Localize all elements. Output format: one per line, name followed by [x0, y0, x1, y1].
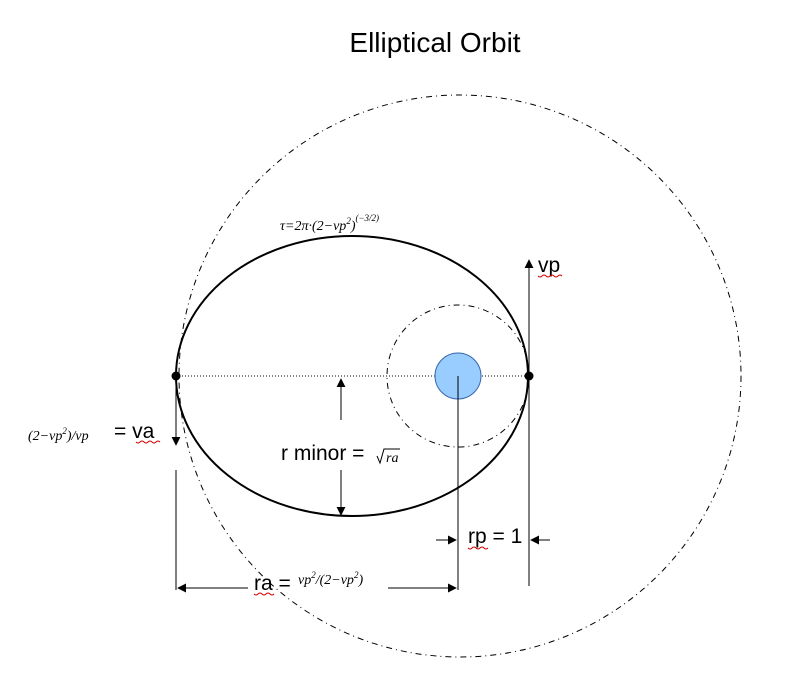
svg-text:τ=2π·(2−vp2)(−3/2): τ=2π·(2−vp2)(−3/2): [280, 213, 379, 234]
svg-text:ra: ra: [386, 451, 398, 466]
diagram-title: Elliptical Orbit: [349, 27, 520, 58]
vp-label: vp: [538, 254, 560, 277]
r-minor-label: r minor =: [281, 442, 364, 465]
outer-circle: [178, 94, 742, 658]
svg-text:(2−vp2)/vp: (2−vp2)/vp: [28, 426, 89, 444]
rp-label: rp = 1: [468, 525, 522, 548]
r-minor-formula: ra: [376, 448, 400, 466]
va-formula: (2−vp2)/vp: [28, 426, 89, 444]
ra-formula: vp2/(2−vp2): [298, 570, 363, 588]
ra-label: ra =: [254, 572, 291, 595]
svg-text:vp2/(2−vp2): vp2/(2−vp2): [298, 570, 363, 588]
period-formula: τ=2π·(2−vp2)(−3/2): [280, 213, 379, 234]
va-label: = va: [114, 420, 155, 443]
